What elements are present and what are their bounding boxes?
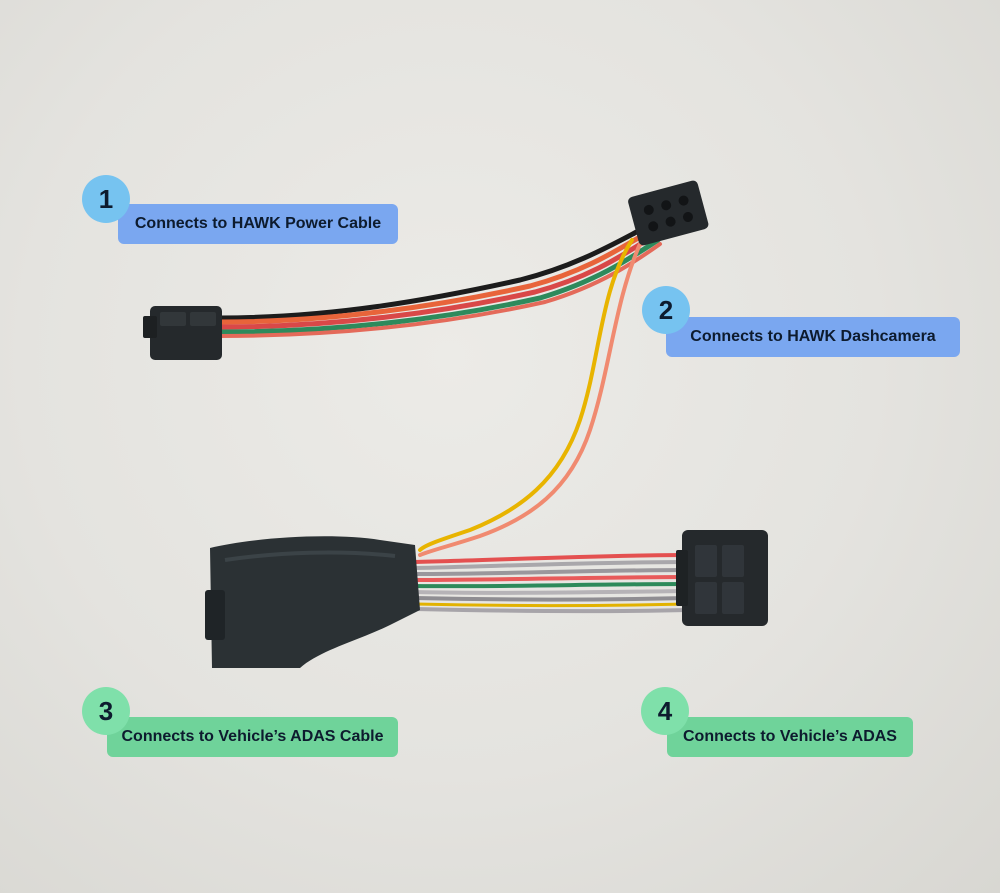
dashcam-connector [628, 180, 709, 246]
power-cable-connector [143, 306, 222, 360]
callout-3-number: 3 [82, 687, 130, 735]
power-harness-wires [217, 222, 662, 338]
callout-2-number: 2 [642, 286, 690, 334]
adas-connector [676, 530, 768, 626]
callout-4-label: Connects to Vehicle’s ADAS [667, 717, 913, 757]
callout-2-label: Connects to HAWK Dashcamera [666, 317, 960, 357]
adas-bundle-wires [413, 553, 690, 614]
dashcam-branch-wires [418, 238, 642, 557]
callout-1-number: 1 [82, 175, 130, 223]
callout-4-number: 4 [641, 687, 689, 735]
adas-cable-module [205, 536, 420, 668]
callout-3-label: Connects to Vehicle’s ADAS Cable [107, 717, 398, 757]
callout-1-label: Connects to HAWK Power Cable [118, 204, 398, 244]
